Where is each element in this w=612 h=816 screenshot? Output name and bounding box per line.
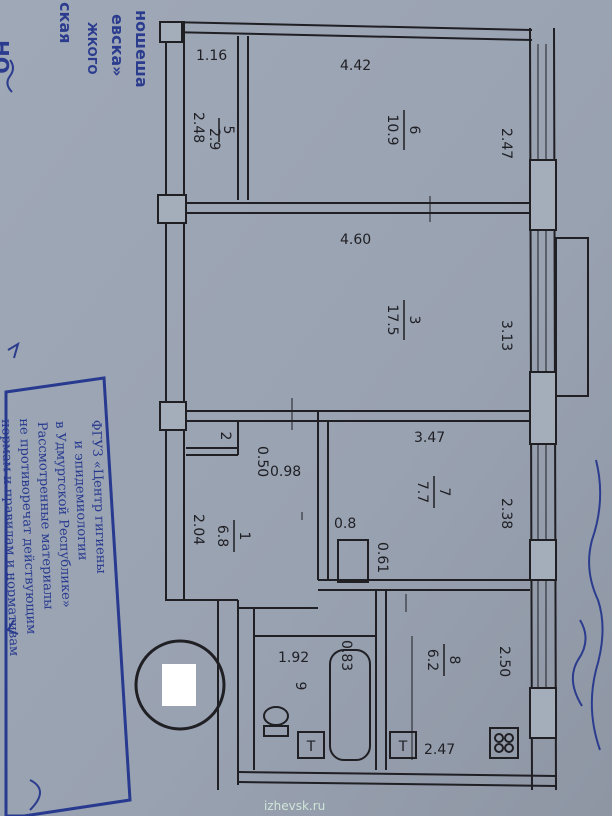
left-edge-text: НО ская ЖКОГО евска» ношеша xyxy=(0,2,151,88)
room-label-5: 5 xyxy=(218,118,236,142)
room-label-9: 9 xyxy=(292,682,308,691)
svg-text:НО: НО xyxy=(0,40,13,74)
room-label-7: 7 7.7 xyxy=(414,476,452,508)
sink-kitchen: Т xyxy=(389,731,417,759)
svg-text:в Удмуртской Республике»: в Удмуртской Республике» xyxy=(52,421,74,608)
dim-label: 0.83 xyxy=(338,640,354,671)
room-label-3: 3 17.5 xyxy=(384,300,422,340)
round-badge xyxy=(134,639,226,731)
room-label-2: 2 xyxy=(217,432,233,441)
right-wall-windows xyxy=(529,159,557,739)
dim-label: 0.61 xyxy=(374,542,390,573)
svg-text:евска»: евска» xyxy=(108,14,127,76)
dimension-labels: 1.16 4.42 2.48 2.9 2.47 4.60 3.13 3.47 0… xyxy=(190,48,514,758)
door-marks xyxy=(291,196,431,760)
svg-text:17.5: 17.5 xyxy=(384,304,400,335)
dim-label: 2.47 xyxy=(424,742,455,758)
sink-bath: Т xyxy=(297,731,325,759)
svg-text:ЖКОГО: ЖКОГО xyxy=(85,22,99,75)
svg-text:и эпидемиологии: и эпидемиологии xyxy=(71,440,90,560)
svg-text:ская: ская xyxy=(56,2,75,43)
svg-text:ФГУЗ «Центр гигиены: ФГУЗ «Центр гигиены xyxy=(88,420,108,574)
dim-label: 3.47 xyxy=(414,430,445,446)
svg-text:9: 9 xyxy=(292,682,308,691)
dim-label: 3.13 xyxy=(498,320,514,351)
dim-label: 1.16 xyxy=(196,48,227,64)
dim-label: 2.9 xyxy=(206,128,222,150)
dim-label: 2.38 xyxy=(498,498,514,529)
svg-text:3: 3 xyxy=(406,316,422,325)
stamp: ФГУЗ «Центр гигиены и эпидемиологии в Уд… xyxy=(0,376,132,816)
pillars xyxy=(157,21,187,431)
handwritten-signature xyxy=(29,459,604,811)
svg-text:6.8: 6.8 xyxy=(214,525,230,547)
room-label-1: 1 6.8 xyxy=(214,520,252,552)
svg-text:6.2: 6.2 xyxy=(424,649,440,671)
svg-text:8: 8 xyxy=(446,656,462,665)
svg-text:2: 2 xyxy=(217,432,233,441)
dim-label: 2.50 xyxy=(496,646,512,677)
stove xyxy=(489,727,519,759)
room-label-6: 6 10.9 xyxy=(384,110,422,150)
bathtub xyxy=(329,649,371,761)
dim-label: 4.60 xyxy=(340,232,371,248)
svg-text:нормам и правилам и нормативам: нормам и правилам и нормативам xyxy=(0,419,21,657)
svg-text:7: 7 xyxy=(436,488,452,497)
svg-text:ношеша: ношеша xyxy=(132,10,151,88)
vent-shaft xyxy=(337,539,369,583)
balcony xyxy=(555,237,589,397)
dim-label: 0.8 xyxy=(334,516,356,532)
dim-label: 2.47 xyxy=(498,128,514,159)
svg-text:Т: Т xyxy=(398,739,408,755)
outer-walls xyxy=(165,21,557,791)
interior-walls xyxy=(186,36,530,770)
svg-text:Рассмотренные материалы: Рассмотренные материалы xyxy=(34,422,56,610)
dim-label: 2.48 xyxy=(190,112,206,143)
svg-text:7.7: 7.7 xyxy=(414,481,430,503)
svg-text:5: 5 xyxy=(220,126,236,135)
toilet xyxy=(263,706,289,737)
dim-label: 4.42 xyxy=(340,58,371,74)
svg-text:10.9: 10.9 xyxy=(384,114,400,145)
dim-label: 0.50 xyxy=(254,446,270,477)
dim-label: 1.92 xyxy=(278,650,309,666)
window-glazing xyxy=(537,44,547,688)
dim-label: 2.04 xyxy=(190,514,206,545)
svg-text:6: 6 xyxy=(406,126,422,135)
room-label-8: 8 6.2 xyxy=(424,644,462,676)
watermark: izhevsk.ru xyxy=(264,799,325,813)
dim-label: 0.98 xyxy=(270,464,301,480)
left-edge-marks xyxy=(6,59,20,635)
svg-text:1: 1 xyxy=(236,532,252,541)
svg-text:Т: Т xyxy=(306,739,316,755)
